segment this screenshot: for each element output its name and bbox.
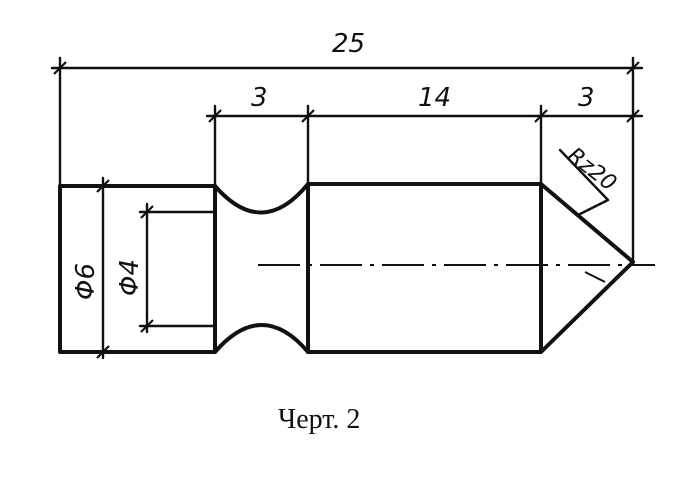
dimension-head-diameter: Φ6 — [71, 176, 110, 360]
head-diameter-label: Φ6 — [71, 263, 101, 300]
dimension-tip-label: 3 — [578, 83, 595, 113]
dimension-neck-diameter: Φ4 — [115, 202, 217, 334]
dimension-neck-label: 3 — [251, 83, 268, 113]
dimension-total-label: 25 — [332, 29, 365, 59]
neck-diameter-label: Φ4 — [115, 259, 145, 296]
dimension-total: 25 — [50, 29, 644, 264]
dimension-body-label: 14 — [418, 83, 451, 113]
dimension-segments: 3 14 3 — [205, 83, 644, 188]
roughness-label: Rz20 — [562, 143, 621, 196]
roughness-callout: Rz20 — [558, 143, 621, 216]
drawing-caption: Черт. 2 — [278, 404, 360, 435]
